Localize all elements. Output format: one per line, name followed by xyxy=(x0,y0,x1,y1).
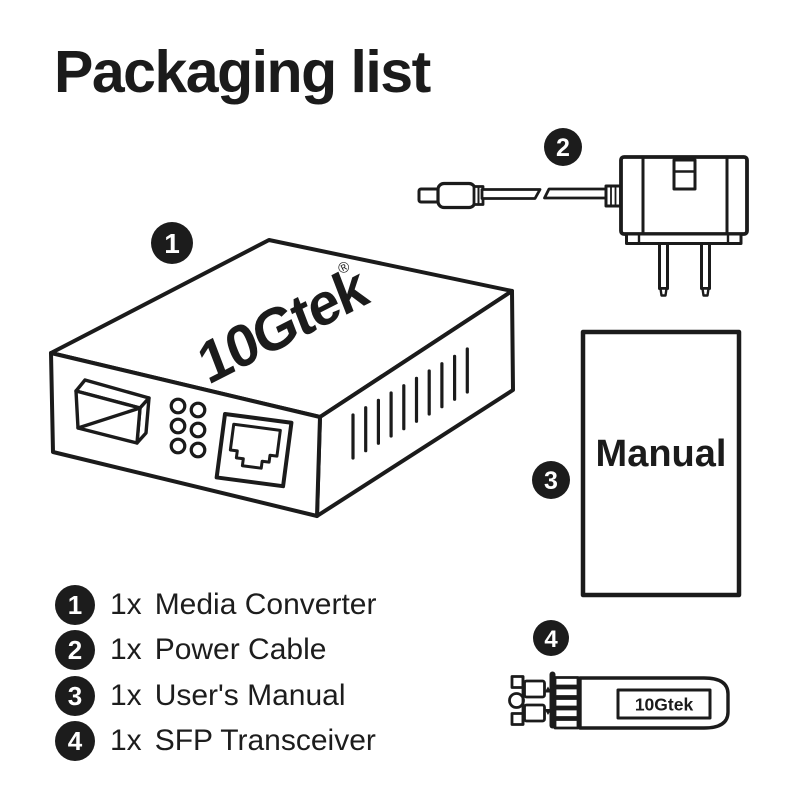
list-badge-3: 3 xyxy=(55,676,95,716)
manual-label: Manual xyxy=(596,433,727,475)
list-name: Power Cable xyxy=(154,633,327,666)
sfp-label-plate xyxy=(616,688,712,720)
power-cord xyxy=(480,188,542,200)
list-qty: 1x xyxy=(110,633,142,666)
manual-cover xyxy=(580,329,742,598)
list-item-media-converter: 1 1x Media Converter xyxy=(55,585,376,625)
manual-illustration: Manual xyxy=(580,329,742,598)
sfp-fins xyxy=(549,671,580,730)
list-name: User's Manual xyxy=(154,679,346,712)
adapter-top-tab xyxy=(672,158,697,191)
list-badge-2: 2 xyxy=(55,630,95,670)
sfp-latch xyxy=(508,675,552,726)
sfp-port xyxy=(74,378,151,445)
svg-text:1: 1 xyxy=(164,228,180,259)
list-badge-4: 4 xyxy=(55,721,95,761)
diagram-badge-4: 4 xyxy=(533,620,569,656)
svg-text:2: 2 xyxy=(556,134,570,162)
page-title: Packaging list xyxy=(54,39,431,105)
sfp-port-diagonal xyxy=(76,406,142,430)
svg-text:3: 3 xyxy=(544,467,558,495)
list-qty: 1x xyxy=(110,679,142,712)
vent-slats xyxy=(351,347,469,460)
power-cable-illustration xyxy=(417,155,749,297)
rj45-port xyxy=(214,412,294,489)
list-name: SFP Transceiver xyxy=(154,724,376,757)
diagram-badge-3: 3 xyxy=(532,461,570,499)
diagram-badge-2: 2 xyxy=(544,128,582,166)
media-converter-illustration: 10Gtek ® xyxy=(49,238,515,518)
sfp-transceiver-illustration: 10Gtek xyxy=(508,671,730,730)
list-qty: 1x xyxy=(110,724,142,757)
list-qty: 1x xyxy=(110,588,142,621)
list-name: Media Converter xyxy=(154,588,377,621)
led-holes xyxy=(169,397,207,459)
list-item-sfp-transceiver: 4 1x SFP Transceiver xyxy=(55,721,376,761)
diagram-badge-1: 1 xyxy=(151,222,193,264)
list-badge-1: 1 xyxy=(55,585,95,625)
list-item-users-manual: 3 1x User's Manual xyxy=(55,676,345,716)
plug-prongs xyxy=(658,242,711,297)
list-item-power-cable: 2 1x Power Cable xyxy=(55,630,326,670)
svg-text:4: 4 xyxy=(544,626,558,653)
sfp-label-text: 10Gtek xyxy=(635,695,694,715)
